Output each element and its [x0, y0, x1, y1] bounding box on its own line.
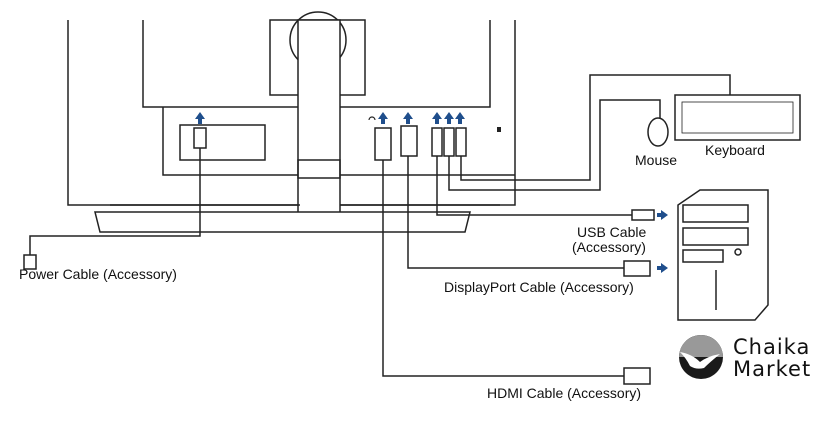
- monitor-back: [67, 11, 516, 233]
- headphone-icon: [368, 116, 376, 121]
- keyboard-label: Keyboard: [705, 142, 765, 158]
- mouse-label: Mouse: [635, 152, 678, 168]
- usb-cable-label: USB Cable: [577, 224, 647, 240]
- power-cable-label: Power Cable (Accessory): [19, 266, 177, 282]
- logo-text-line1: Chaika: [733, 335, 811, 359]
- chaika-market-logo: [679, 335, 723, 379]
- displayport-cable: [400, 125, 651, 277]
- logo-text-line2: Market: [733, 357, 812, 381]
- displayport-cable-label: DisplayPort Cable (Accessory): [444, 279, 634, 295]
- computer-tower: [677, 189, 769, 321]
- lock-icon: [497, 127, 501, 132]
- usb-cable: [431, 127, 655, 221]
- up-arrow-icon: [195, 112, 465, 124]
- right-arrow-icon: [657, 210, 668, 273]
- hdmi-cable-label: HDMI Cable (Accessory): [487, 385, 642, 401]
- hdmi-cable: [374, 127, 651, 385]
- peripheral-cables: [443, 74, 801, 191]
- usb-cable-label-accessory: (Accessory): [572, 239, 646, 255]
- power-cable: [23, 127, 207, 270]
